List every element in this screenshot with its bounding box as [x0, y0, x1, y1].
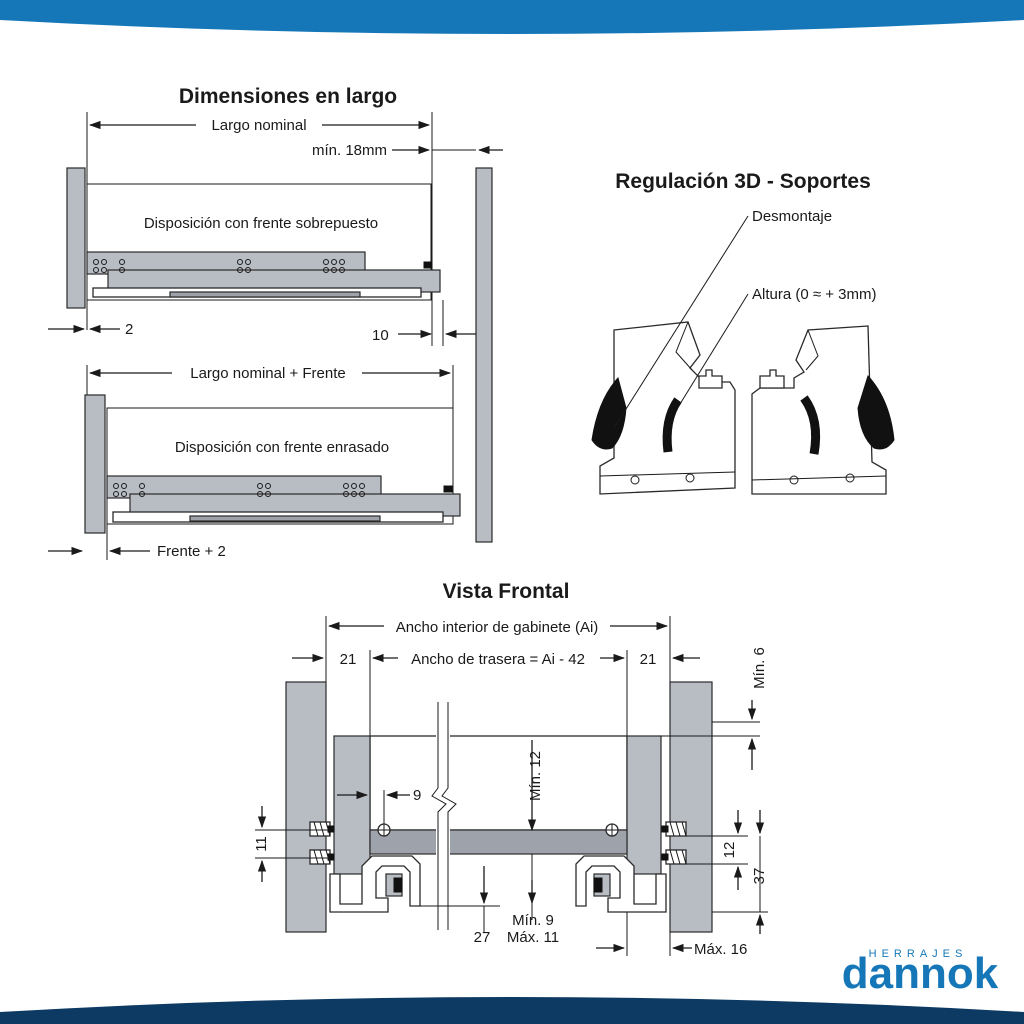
largo-title: Dimensiones en largo: [179, 85, 397, 108]
frontal-title: Vista Frontal: [443, 580, 570, 603]
cabinet-wall-left: [285, 681, 327, 933]
screw-left: [309, 821, 335, 865]
brand-logo: HERRAJES dannok: [842, 948, 999, 998]
largo-section: Dimensiones en largo Largo nominal mín. …: [48, 85, 503, 560]
min-9-label: Mín. 9: [512, 912, 554, 929]
trasera-label: Ancho de trasera = Ai - 42: [411, 651, 585, 668]
dim-11-label: 11: [253, 836, 270, 852]
drawer-side-left: [333, 735, 371, 875]
frente-2-label: Frente + 2: [157, 543, 226, 560]
dim-21-right: 21: [640, 651, 657, 668]
overlay-front: [66, 167, 86, 309]
dim-37-label: 37: [751, 868, 768, 885]
top-band: [0, 0, 1024, 34]
altura-label: Altura (0 ≈ + 3mm): [752, 286, 877, 303]
enrasado-label: Disposición con frente enrasado: [175, 439, 389, 456]
bracket-left: [599, 321, 736, 495]
rail-profile-left: [329, 855, 421, 913]
dim-9-label: 9: [413, 787, 421, 804]
cabinet-wall-right: [475, 167, 493, 543]
release-lever-left: [591, 376, 627, 450]
dim-21-left: 21: [340, 651, 357, 668]
dim-10-label: 10: [372, 327, 389, 344]
cabinet-wall-right-front: [669, 681, 713, 933]
regulacion-title: Regulación 3D - Soportes: [615, 170, 871, 193]
min-18mm-label: mín. 18mm: [312, 142, 387, 159]
largo-nominal-frente-label: Largo nominal + Frente: [190, 365, 346, 382]
bottom-band: [0, 997, 1024, 1024]
min-12-label: Mín. 12: [527, 751, 544, 801]
sobrepuesto-label: Disposición con frente sobrepuesto: [144, 215, 378, 232]
max-16-label: Máx. 16: [694, 941, 747, 958]
ancho-interior-label: Ancho interior de gabinete (Ai): [396, 619, 599, 636]
largo-nominal-label: Largo nominal: [211, 117, 306, 134]
desmontaje-label: Desmontaje: [752, 208, 832, 225]
drawer-bottom: [369, 829, 628, 855]
max-11-label: Máx. 11: [507, 929, 559, 946]
screw-right: [661, 821, 687, 865]
dim-2-label: 2: [125, 321, 133, 338]
drawer-side-right: [626, 735, 662, 875]
brand-tagline: HERRAJES: [869, 948, 968, 960]
frontal-section: Vista Frontal Ancho interior de gabinete…: [253, 580, 768, 958]
rail-profile-right: [575, 855, 667, 913]
release-lever-right: [857, 375, 895, 450]
dim-27-label: 27: [474, 929, 491, 946]
dim-12-label: 12: [721, 842, 738, 859]
min-6-label: Mín. 6: [751, 647, 768, 689]
regulacion-section: Regulación 3D - Soportes Desmontaje Altu…: [591, 170, 895, 495]
flush-front: [84, 394, 106, 534]
brand-name: dannok: [842, 949, 999, 998]
